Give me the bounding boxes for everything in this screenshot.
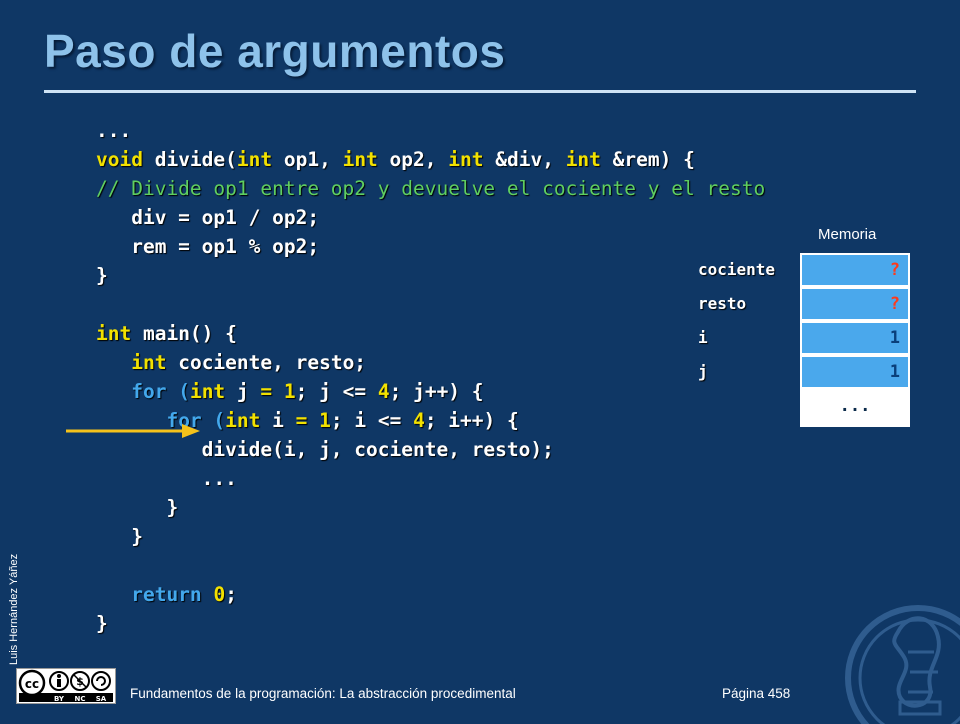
author-credit: Luis Hernández Yáñez [8, 553, 20, 665]
code-line-14: } [166, 496, 179, 519]
code-line-10: for (int j = 1; j <= 4; j++) { [131, 380, 484, 403]
keyword-int: int [225, 409, 261, 432]
cc-label: cc [25, 677, 39, 691]
code-line-15: } [131, 525, 143, 548]
keyword-int: int [236, 148, 273, 171]
code-text: main() { [131, 322, 237, 345]
code-text: op1, [272, 148, 343, 171]
literal-number: 1 [319, 409, 331, 432]
memory-cell-value: 1 [800, 321, 910, 355]
code-text: cociente, resto; [166, 351, 367, 374]
sa-label: SA [96, 695, 107, 703]
keyword-for: for [131, 380, 167, 403]
code-line-1: ... [96, 116, 765, 145]
code-line-4: div = op1 / op2; [96, 203, 765, 232]
code-line-8: int main() { [96, 319, 765, 348]
code-line-5: rem = op1 % op2; [96, 232, 765, 261]
code-line-3: // Divide op1 entre op2 y devuelve el co… [96, 174, 765, 203]
keyword-int: int [342, 148, 378, 171]
code-line-blank [96, 551, 765, 580]
by-label: BY [54, 695, 65, 703]
university-seal-icon [845, 605, 960, 724]
memory-variable-name: cociente [698, 260, 776, 279]
code-text: rem = op1 % op2; [96, 235, 320, 258]
code-line-6: } [96, 261, 765, 290]
keyword-int: int [448, 148, 484, 171]
code-text: div = op1 / op2; [96, 206, 320, 229]
literal-number: 0 [213, 583, 226, 606]
memory-variable-name: i [698, 328, 708, 347]
keyword-return: return [131, 583, 202, 606]
keyword-int: int [131, 351, 167, 374]
code-line-12-current: divide(i, j, cociente, resto); [96, 435, 765, 464]
keyword-int: int [189, 380, 226, 403]
code-line-2: void divide(int op1, int op2, int &div, … [96, 145, 765, 174]
title-divider [44, 90, 916, 93]
cc-license-icon: cc $ BY NC SA [17, 669, 115, 703]
memory-row-cociente: cociente ? [698, 253, 912, 287]
memory-row-j: j 1 [698, 355, 912, 389]
code-line-11: for (int i = 1; i <= 4; i++) { [166, 409, 519, 432]
code-line-18: } [96, 612, 108, 635]
memory-cell-value: 1 [800, 355, 910, 389]
code-text: } [96, 264, 108, 287]
code-line-9: int cociente, resto; [96, 348, 765, 377]
code-line-blank [96, 290, 765, 319]
slide-title: Paso de argumentos [44, 25, 506, 77]
literal-number: 1 [283, 380, 296, 403]
memory-variable-name: resto [698, 294, 747, 313]
code-ellipsis: ... [96, 119, 132, 142]
memory-more-cell: ... [800, 389, 910, 427]
memory-row-resto: resto ? [698, 287, 912, 321]
current-call: divide(i, j, cociente, resto); [201, 438, 554, 461]
creative-commons-badge[interactable]: cc $ BY NC SA [16, 668, 116, 704]
code-listing: ... void divide(int op1, int op2, int &d… [96, 116, 765, 638]
nc-label: NC [75, 695, 86, 703]
code-text: &rem) { [600, 148, 695, 171]
code-text: &div, [483, 148, 566, 171]
keyword-int: int [96, 322, 132, 345]
literal-number: 4 [413, 409, 425, 432]
code-line-17: return 0; [131, 583, 237, 606]
code-text: divide( [142, 148, 237, 171]
memory-title: Memoria [818, 226, 877, 243]
memory-variable-name: j [698, 362, 708, 381]
keyword-int: int [565, 148, 601, 171]
memory-cell-value: ? [800, 287, 910, 321]
execution-arrow-icon [66, 424, 200, 438]
memory-cell-value: ? [800, 253, 910, 287]
page-number: Página 458 [722, 686, 791, 701]
keyword-void: void [96, 148, 143, 171]
code-text: op2, [377, 148, 449, 171]
code-line-13: ... [201, 467, 237, 490]
footer-course-title: Fundamentos de la programación: La abstr… [130, 686, 516, 701]
memory-row-i: i 1 [698, 321, 912, 355]
literal-number: 4 [377, 380, 390, 403]
keyword-for: for [166, 409, 202, 432]
code-comment: // Divide op1 entre op2 y devuelve el co… [96, 177, 766, 200]
